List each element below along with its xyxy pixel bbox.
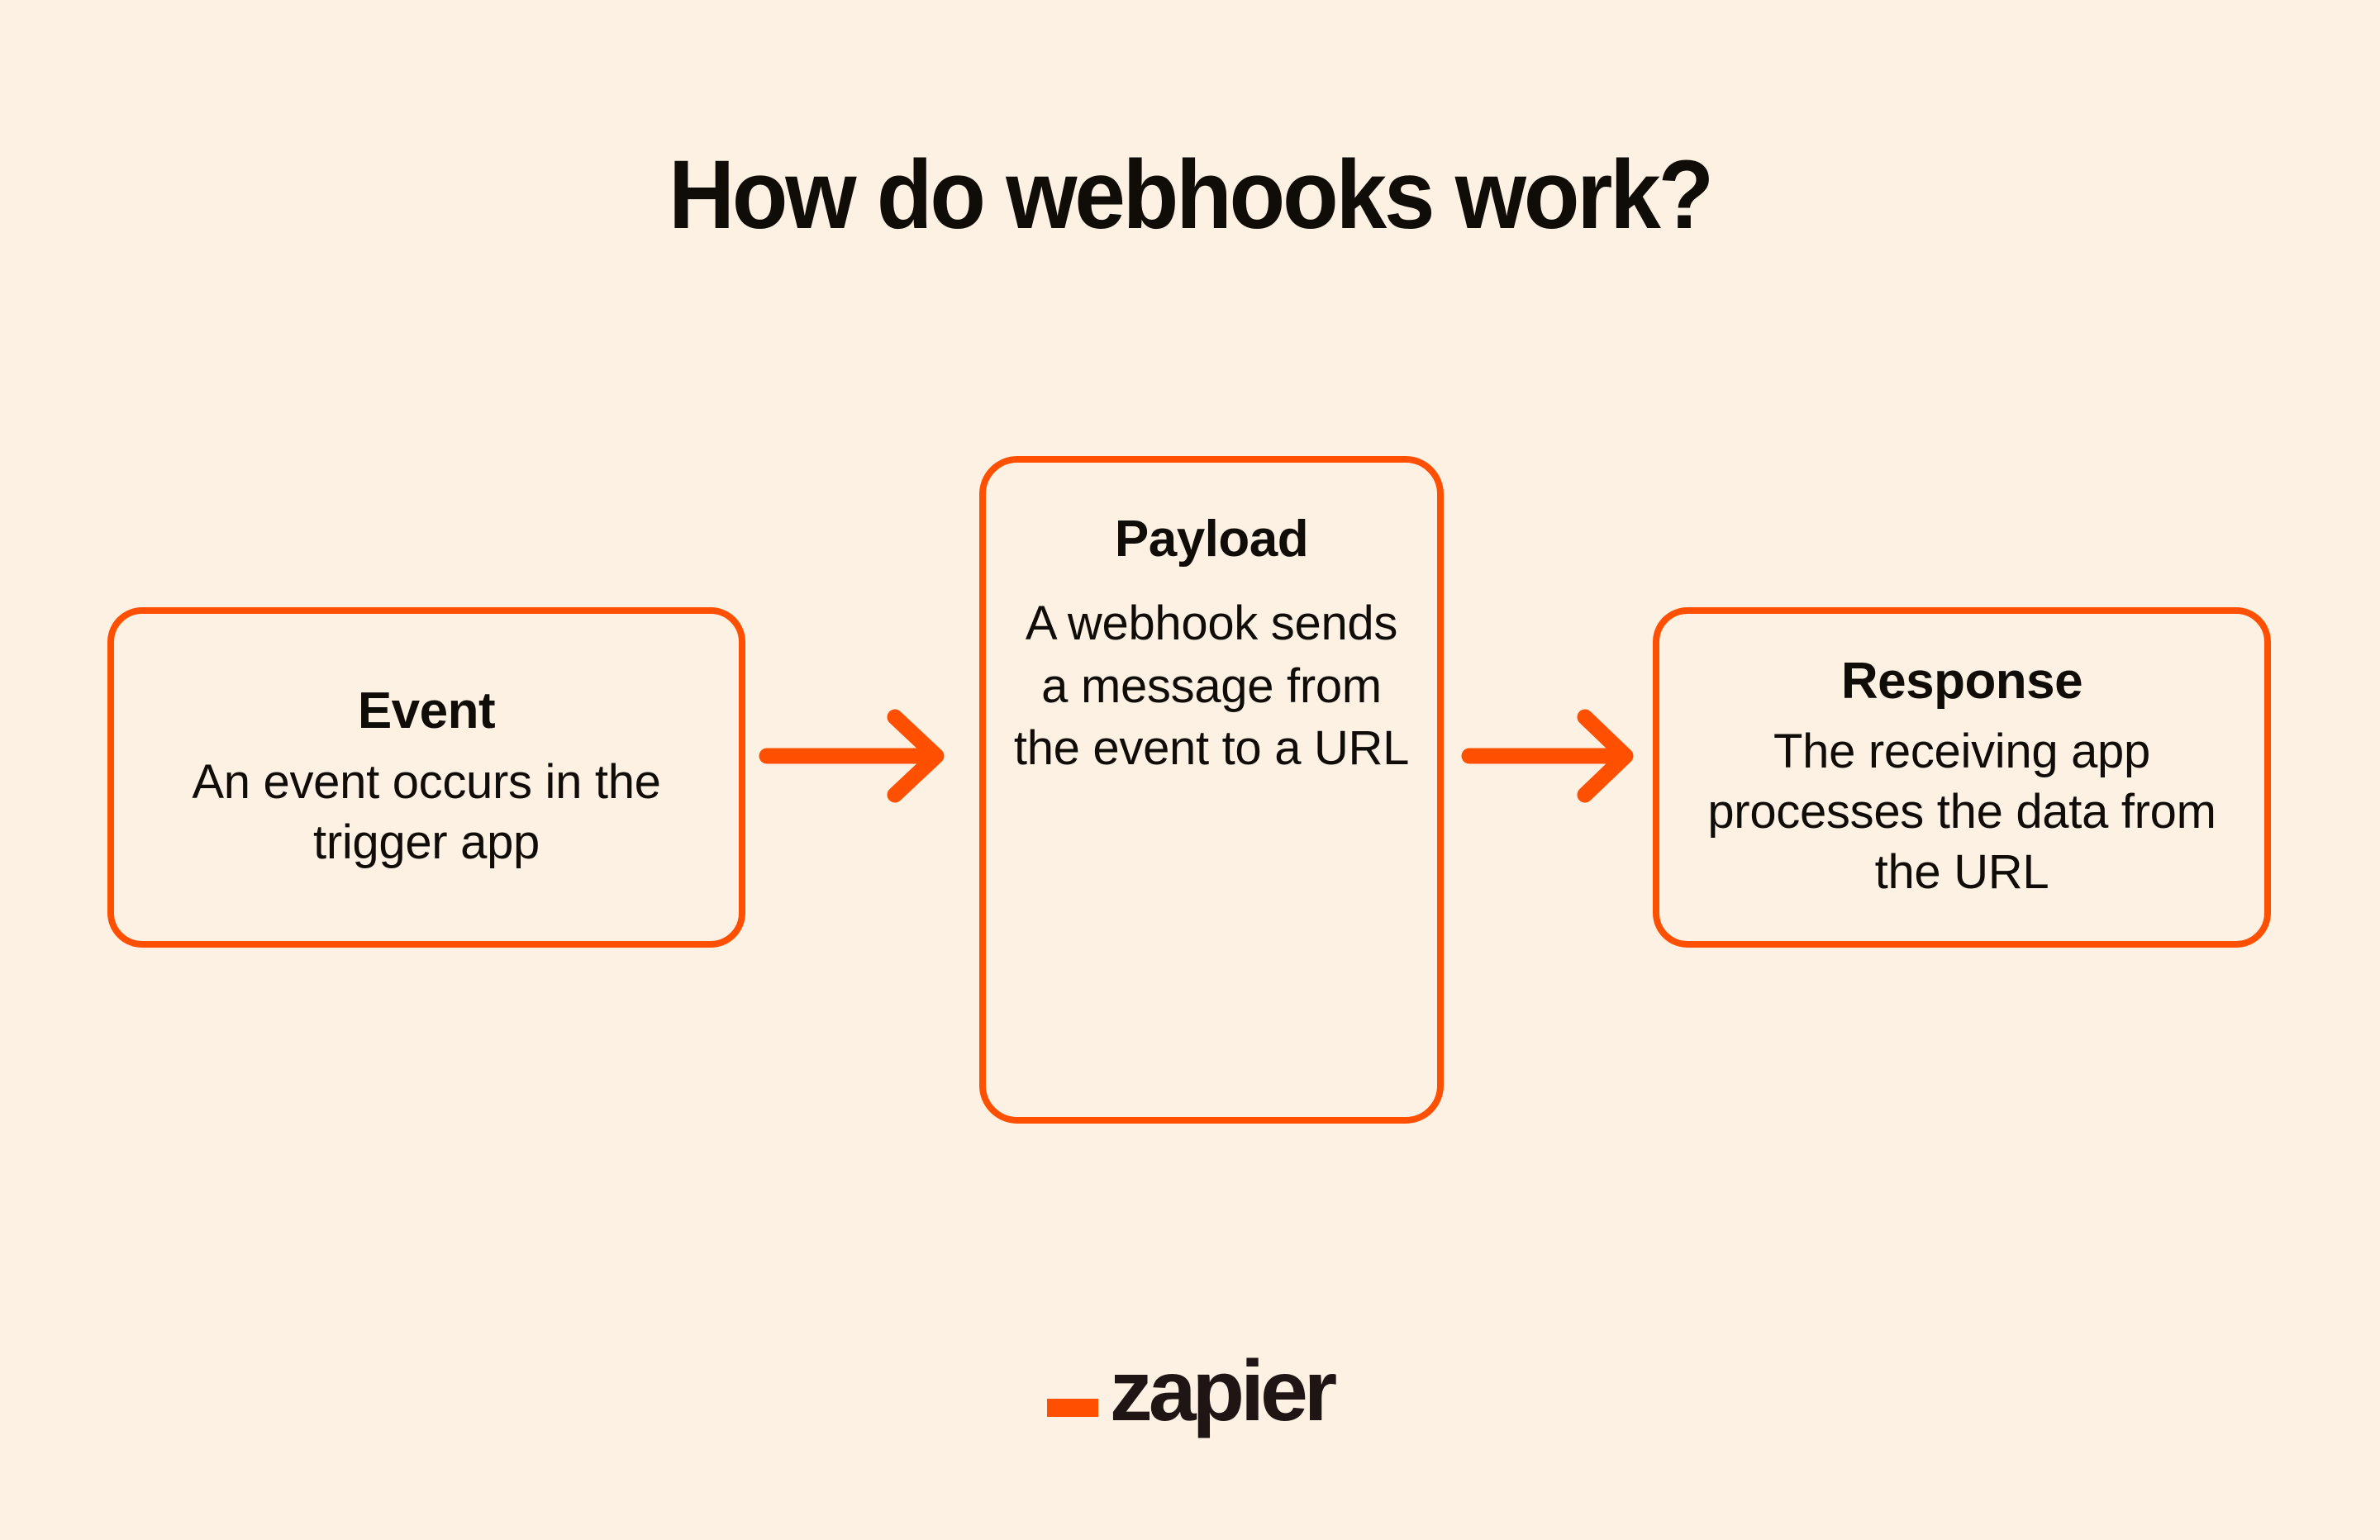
page-title: How do webhooks work?	[668, 140, 1714, 250]
flow-node-payload: Payload A webhook sends a message from t…	[979, 456, 1444, 1124]
flow-node-payload-title: Payload	[1114, 511, 1309, 568]
flow-node-response-title: Response	[1840, 652, 2083, 710]
flow-node-response: Response The receiving app processes the…	[1653, 607, 2271, 948]
flow-node-response-description: The receiving app processes the data fro…	[1707, 725, 2216, 900]
zapier-wordmark: zapier	[1109, 1343, 1338, 1439]
flow-node-event-title: Event	[357, 682, 496, 740]
underscore-mark-icon	[1046, 1399, 1098, 1418]
flow-node-event: Event An event occurs in the trigger app	[107, 607, 745, 948]
arrow-right-icon-event-to-payload	[759, 702, 957, 810]
arrow-right-icon-payload-to-response	[1461, 702, 1646, 810]
flow-node-event-description: An event occurs in the trigger app	[192, 754, 661, 869]
zapier-logo: zapier	[0, 1343, 2380, 1439]
flow-node-payload-description: A webhook sends a message from the event…	[1013, 597, 1410, 776]
